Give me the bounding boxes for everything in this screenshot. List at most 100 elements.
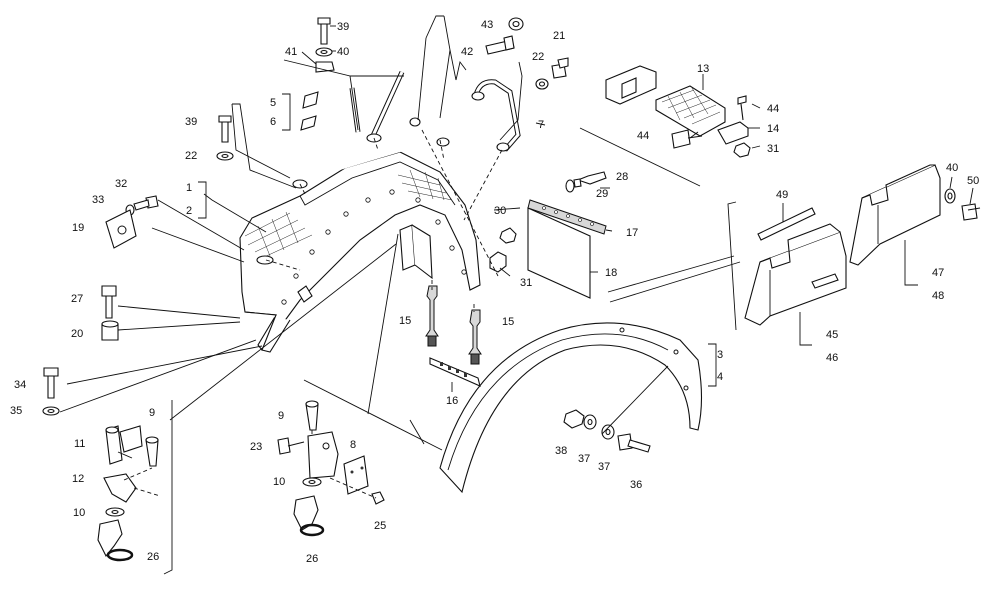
group-brackets	[198, 93, 918, 387]
pin-9-center	[305, 400, 319, 431]
callout-6: 6	[270, 116, 276, 128]
callout-18: 18	[605, 267, 617, 279]
callout-35: 35	[10, 405, 22, 417]
bolt-36	[617, 433, 651, 453]
callout-29: 29	[596, 188, 608, 200]
callout-43: 43	[481, 19, 493, 31]
callout-14: 14	[767, 123, 779, 135]
grab-handle-7	[471, 79, 521, 152]
washer-40-top	[315, 47, 333, 57]
nut-41	[315, 61, 335, 73]
step-cover-47-48	[849, 164, 941, 266]
leader-lines	[59, 15, 974, 575]
nut-25	[371, 491, 385, 505]
callout-5: 5	[270, 97, 276, 109]
callout-7: 7	[538, 119, 544, 131]
nut-30	[499, 227, 517, 244]
callout-50: 50	[967, 175, 979, 187]
clamp-16	[429, 357, 481, 387]
callout-2: 2	[186, 205, 192, 217]
step-plate-13	[605, 65, 726, 137]
callout-39-left: 39	[185, 116, 197, 128]
callout-40-top: 40	[337, 46, 349, 58]
callout-17: 17	[626, 227, 638, 239]
callout-11: 11	[74, 438, 85, 450]
washer-43	[508, 17, 524, 31]
callout-49: 49	[776, 189, 788, 201]
bolt-42	[485, 35, 515, 55]
bracket-8	[307, 431, 339, 479]
callout-41: 41	[285, 46, 297, 58]
callout-26-center: 26	[306, 553, 318, 565]
mudflap-18	[527, 207, 591, 299]
washer-10-center	[302, 477, 322, 487]
washer-40	[944, 188, 956, 204]
callout-30: 30	[494, 205, 506, 217]
callout-44-right: 44	[767, 103, 779, 115]
alignment-dashes	[123, 129, 503, 499]
washer-37-b	[601, 424, 615, 440]
pin-9-left	[145, 436, 159, 467]
callout-1: 1	[186, 182, 192, 194]
callout-39-top: 39	[337, 21, 349, 33]
callout-4: 4	[717, 371, 723, 383]
fender-mounting-holes	[281, 189, 467, 305]
step-mount-11	[105, 425, 143, 465]
callout-26-left: 26	[147, 551, 159, 563]
plate-19	[105, 209, 137, 249]
bolt-44	[671, 95, 747, 149]
clamp-strip-17	[527, 199, 607, 235]
washer-22-left	[216, 151, 234, 161]
fender-step-mesh	[244, 169, 453, 259]
callout-16: 16	[446, 395, 458, 407]
callout-22-left: 22	[185, 150, 197, 162]
valve-15-left	[425, 285, 439, 347]
callout-9-center: 9	[278, 410, 284, 422]
washer-22-top	[535, 78, 549, 90]
callout-34: 34	[14, 379, 26, 391]
washer-35	[42, 406, 60, 416]
washer-37-a	[583, 414, 597, 430]
bolt-34	[43, 367, 59, 399]
callout-12: 12	[72, 473, 84, 485]
step-rod-49	[757, 207, 816, 241]
callout-21: 21	[553, 30, 565, 42]
step-bracket-left	[97, 519, 123, 558]
washer-10-left	[105, 507, 125, 517]
callout-15-right: 15	[502, 316, 514, 328]
callout-23: 23	[250, 441, 262, 453]
callout-48: 48	[932, 290, 944, 302]
bracket-12	[103, 473, 137, 503]
callout-45: 45	[826, 329, 838, 341]
callout-10-left: 10	[73, 507, 85, 519]
nut-31	[489, 142, 751, 273]
ring-26-center	[299, 523, 325, 537]
screw-28-washer-29	[565, 171, 607, 193]
nut-38	[563, 409, 585, 429]
front-fender-body	[239, 151, 481, 353]
callout-37-b: 37	[598, 461, 610, 473]
callout-8: 8	[350, 439, 356, 451]
callout-33: 33	[92, 194, 104, 206]
callout-46: 46	[826, 352, 838, 364]
callout-19: 19	[72, 222, 84, 234]
ring-26-left	[106, 548, 134, 562]
backing-plate	[343, 455, 369, 495]
callout-42: 42	[461, 46, 473, 58]
callout-22-top: 22	[532, 51, 544, 63]
callout-10-center: 10	[273, 476, 285, 488]
callout-40-right: 40	[946, 162, 958, 174]
callout-36: 36	[630, 479, 642, 491]
bolt-23	[277, 437, 305, 455]
bolt-39-left	[218, 115, 232, 143]
callout-31-bottom: 31	[520, 277, 532, 289]
callout-31-top: 31	[767, 143, 779, 155]
bolt-50	[961, 203, 981, 221]
callout-25: 25	[374, 520, 386, 532]
callout-37-a: 37	[578, 453, 590, 465]
callout-3: 3	[717, 349, 723, 361]
bolt-32	[133, 195, 159, 211]
callout-27: 27	[71, 293, 83, 305]
callout-44-left: 44	[637, 130, 649, 142]
